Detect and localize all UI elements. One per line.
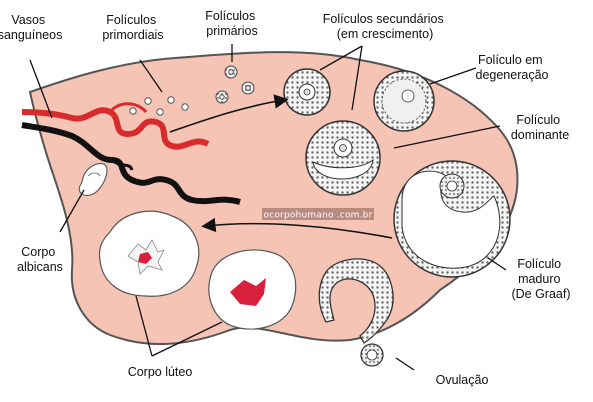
arrow-primary-to-secondary — [169, 94, 289, 133]
label-secondary: Folículos secundários (em crescimento) — [323, 12, 447, 41]
blood-vessels — [21, 102, 241, 205]
mature-follicle — [393, 160, 511, 278]
ruptured-follicle — [318, 258, 394, 344]
label-degenerating: Folículo em degeneração — [476, 53, 549, 82]
corpus-albicans — [78, 163, 108, 197]
label-primordial: Folículos primordiais — [102, 13, 163, 42]
corpus-luteum-2 — [208, 249, 297, 330]
corpus-luteum-1-clot — [138, 252, 152, 264]
primary-follicles — [215, 65, 255, 104]
leader-lines — [29, 44, 507, 371]
label-blood-vessels: Vasos sanguíneos — [0, 13, 62, 42]
ovulated-oocyte — [360, 343, 384, 367]
label-primary: Folículos primários — [205, 9, 259, 38]
label-dominant: Folículo dominante — [511, 113, 569, 142]
watermark-text: ocorpohumano .com.br — [264, 211, 373, 221]
arrow-mature-to-luteum — [201, 217, 393, 239]
secondary-follicle-large — [305, 120, 381, 196]
primordial-follicles — [129, 96, 189, 116]
watermark-box — [262, 208, 374, 220]
corpus-luteum-1 — [98, 210, 200, 297]
label-albicans: Corpo albicans — [17, 245, 63, 274]
label-luteum: Corpo lúteo — [128, 365, 193, 379]
label-mature: Folículo maduro (De Graaf) — [511, 257, 570, 301]
secondary-follicle-small — [283, 68, 331, 116]
degenerating-follicle — [373, 70, 435, 132]
label-ovulation: Ovulação — [436, 373, 489, 387]
